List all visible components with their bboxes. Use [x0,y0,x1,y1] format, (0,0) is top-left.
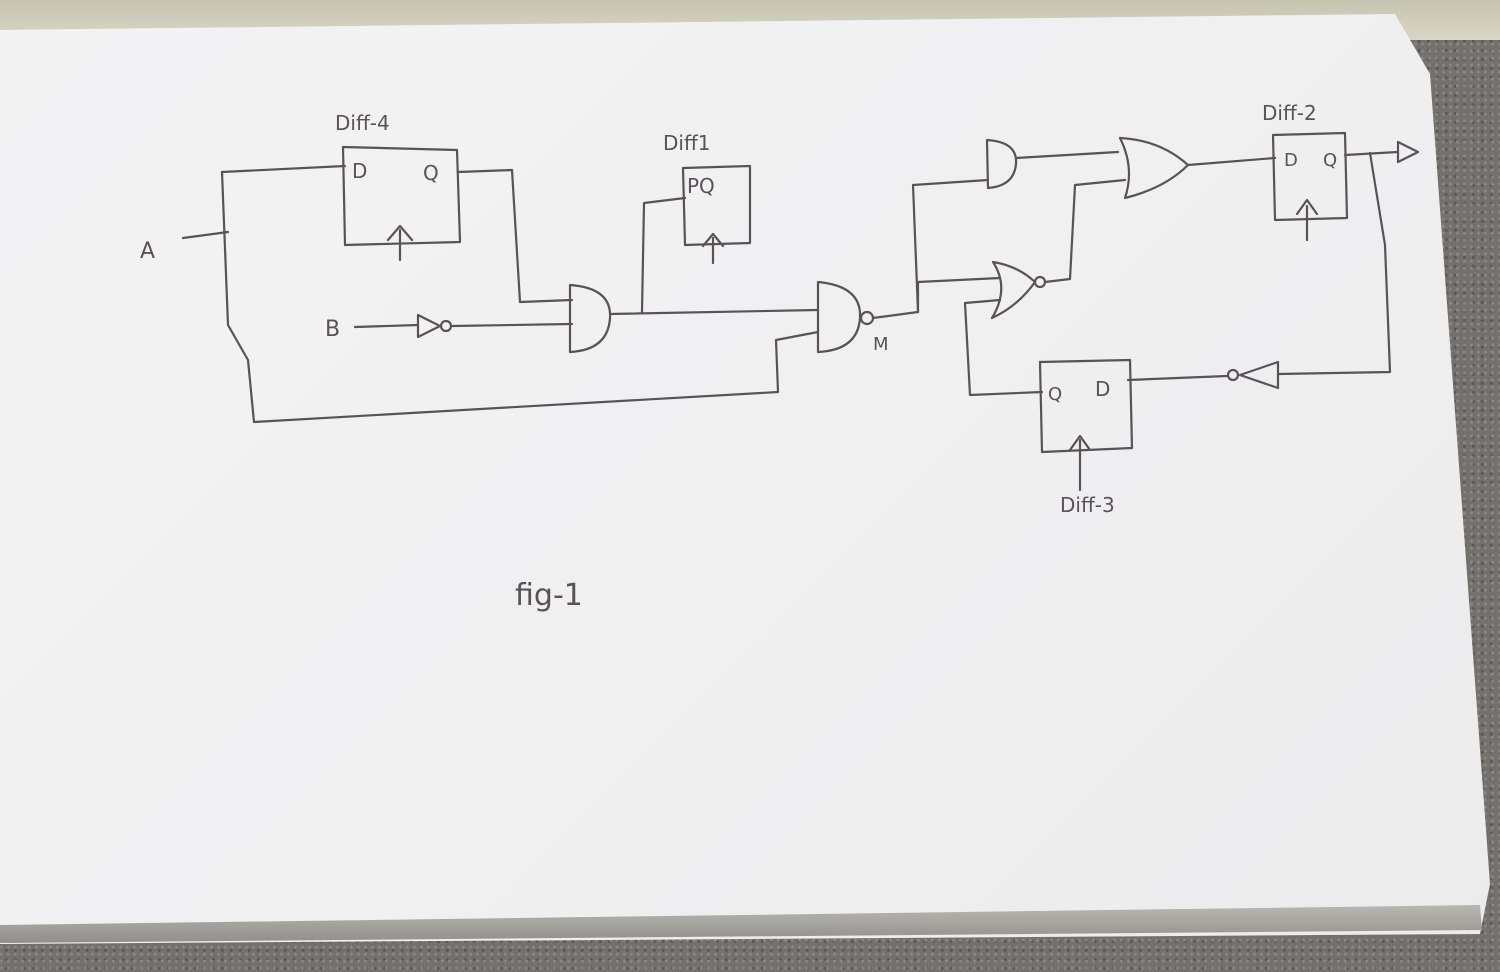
flipflop-diff4 [341,145,462,262]
nor-gate-bubble [1033,275,1047,289]
nand-gate-bubble [859,310,875,326]
input-a-label: A [140,239,155,264]
wire-b-input [353,323,420,329]
wire-and-top-out [1014,150,1120,160]
and-gate [568,283,612,354]
wire-inverter-to-diff3 [1126,374,1229,382]
clock-arrow-icon [1068,434,1092,492]
nor-gate [990,260,1037,320]
paper-sheet [0,14,1490,944]
wire-m-out [871,276,1002,320]
wire-feedback [1276,151,1392,376]
wire-and-out [608,308,820,316]
wire-b-to-and [450,322,574,328]
diff3-d-pin: D [1095,377,1110,401]
wire-a-to-diff4 [220,164,347,174]
diff1-pq-pin: PQ [687,174,715,198]
wire-m-up [911,178,990,314]
wire-diff3-q-to-nor [963,298,1044,397]
wire-diff4-q-out [456,168,574,304]
diff4-d-pin: D [352,159,367,183]
figure-caption: fig-1 [515,578,583,613]
clock-arrow-icon [701,232,725,265]
net-m-label: M [873,334,889,355]
clock-arrow-icon [386,224,414,262]
flipflop-diff1 [681,164,752,265]
not-gate-feedback-bubble [1226,368,1240,382]
diff4-label: Diff-4 [335,111,390,135]
nand-gate [816,280,862,354]
wire-a-trunk [220,170,820,424]
not-gate-feedback [1238,360,1280,390]
input-b-label: B [325,317,340,342]
diff4-q-pin: Q [423,161,439,185]
wire-diff2-q-out [1343,150,1400,157]
diff3-q-pin: Q [1048,384,1062,405]
flipflop-diff2 [1271,131,1349,242]
not-gate-b-bubble [439,319,453,333]
flipflop-diff3 [1038,358,1134,492]
diff2-label: Diff-2 [1262,101,1317,125]
or-gate [1118,136,1190,200]
clock-arrow-icon [1295,198,1319,242]
not-gate-b [416,313,442,339]
wire-nor-out [1043,178,1127,284]
diff2-d-pin: D [1284,150,1298,171]
wire-diff1-tap [640,196,687,314]
diff1-label: Diff1 [663,131,710,155]
diff3-label: Diff-3 [1060,493,1115,517]
wire-a-input [181,230,230,240]
and-gate-top [985,138,1018,190]
output-arrow-icon [1396,140,1420,164]
wire-or-out [1186,156,1277,167]
diff2-q-pin: Q [1323,150,1337,171]
